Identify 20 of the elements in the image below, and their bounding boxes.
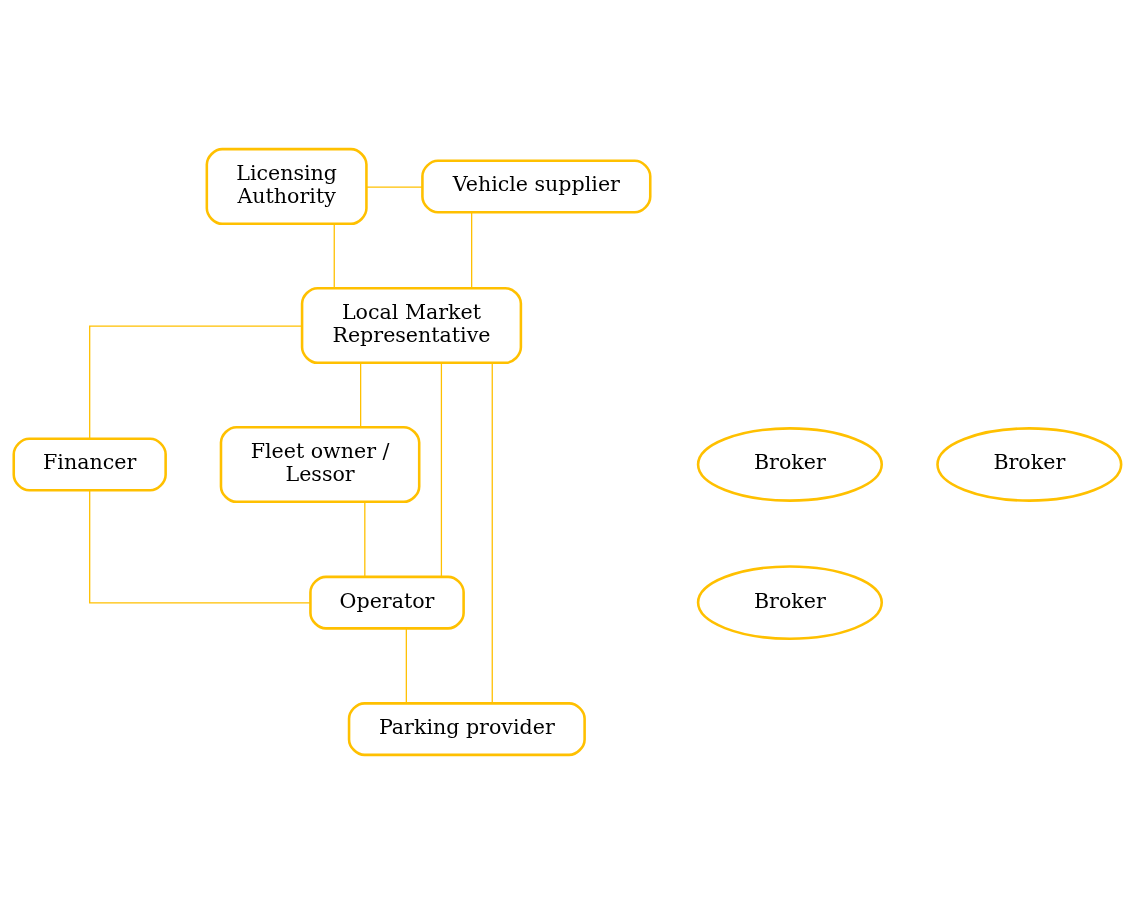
node-ellipse: Broker [936,426,1123,502]
connector [405,627,407,704]
node-box: Operator [309,575,465,630]
node-box: Licensing Authority [205,147,368,225]
node-ellipse: Broker [696,426,884,502]
connector [360,361,362,427]
connector [364,500,366,577]
node-box: Vehicle supplier [421,158,652,213]
connector [89,489,311,604]
connector [333,222,335,288]
connector [440,361,443,577]
node-box: Parking provider [347,701,586,756]
connector [471,211,473,288]
node-box: Fleet owner / Lessor [219,425,421,503]
node-box: Financer [12,436,167,492]
node-box: Local Market Representative [300,286,523,364]
connector [366,186,423,188]
node-ellipse: Broker [696,564,884,640]
connector [89,325,303,439]
connector [491,361,493,704]
